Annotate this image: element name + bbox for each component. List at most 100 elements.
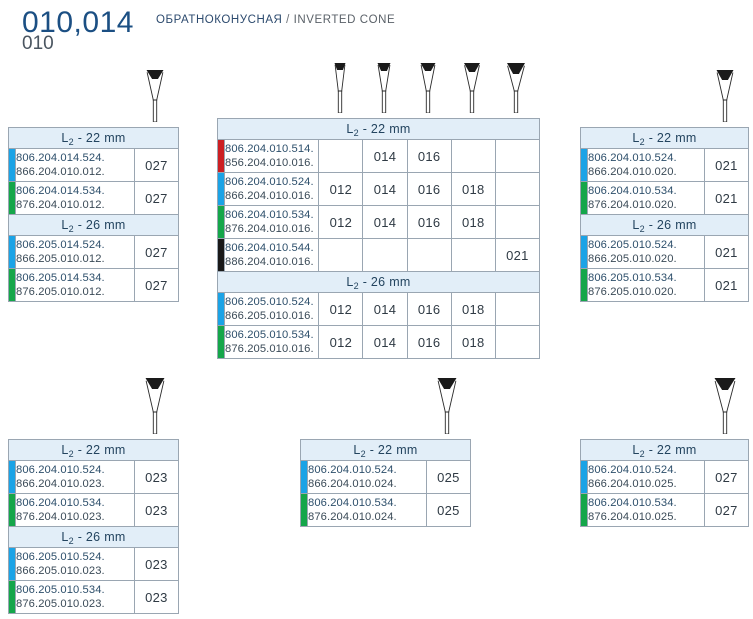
article-number-secondary: 886.204.010.016. xyxy=(225,256,314,268)
size-cell: 016 xyxy=(406,139,452,173)
bur-illustration-row xyxy=(217,63,537,118)
size-cell: 014 xyxy=(362,172,408,206)
shape-name-ru: ОБРАТНОКОНУСНАЯ xyxy=(156,14,283,26)
size-cell-empty xyxy=(450,139,496,173)
article-number-primary: 806.204.010.534. xyxy=(588,185,677,197)
article-number-secondary: 876.204.010.025. xyxy=(588,511,677,523)
size-cell: 016 xyxy=(406,292,452,326)
article-number-cell: 806.204.014.534.876.204.010.012. xyxy=(15,181,135,215)
table-row: 806.204.010.534.876.204.010.020.021 xyxy=(579,181,750,215)
article-number-primary: 806.204.010.524. xyxy=(225,176,314,188)
article-number-cell: 806.205.014.524.866.205.010.012. xyxy=(15,235,135,269)
article-number-cell: 806.205.010.524.866.205.010.023. xyxy=(15,547,135,581)
color-swatch-black xyxy=(216,238,226,272)
bur-icon xyxy=(142,70,168,127)
size-cell: 012 xyxy=(318,292,364,326)
article-number-primary: 806.205.010.534. xyxy=(588,272,677,284)
table-row: 806.204.010.524.866.204.010.023.023 xyxy=(7,460,180,494)
article-number-secondary: 876.204.010.016. xyxy=(225,223,314,235)
section-header: L2 - 26 mm xyxy=(8,214,179,236)
table-row: 806.204.010.534.876.204.010.024.025 xyxy=(299,493,472,527)
article-number-cell: 806.204.010.544.886.204.010.016. xyxy=(224,238,320,272)
size-cell-empty xyxy=(318,238,364,272)
length-subscript: 2 xyxy=(639,137,645,147)
size-cell: 014 xyxy=(362,292,408,326)
article-number-secondary: 876.205.010.023. xyxy=(16,598,105,610)
bur-illustration-row xyxy=(8,70,178,127)
article-number-secondary: 866.205.010.020. xyxy=(588,253,677,265)
shape-name-separator: / xyxy=(286,14,290,26)
article-number-cell: 806.204.010.534.876.204.010.025. xyxy=(587,493,705,527)
size-cell: 027 xyxy=(133,268,180,302)
color-swatch-green xyxy=(299,493,309,527)
color-swatch-blue xyxy=(7,148,17,182)
bur-illustration-row xyxy=(300,378,470,439)
size-cell: 021 xyxy=(703,181,750,215)
table-row: 806.205.010.524.866.205.010.020.021 xyxy=(579,235,750,269)
bur-illustration-row xyxy=(580,378,748,439)
size-cell-empty xyxy=(494,325,541,359)
article-number-primary: 806.204.014.524. xyxy=(16,152,105,164)
article-number-secondary: 866.204.010.016. xyxy=(225,190,314,202)
bur-icon xyxy=(712,378,738,439)
size-cell: 021 xyxy=(703,148,750,182)
size-cell: 012 xyxy=(318,172,364,206)
bur-icon xyxy=(142,378,168,439)
article-number-primary: 806.204.010.534. xyxy=(308,497,397,509)
size-cell: 016 xyxy=(406,325,452,359)
section-header: L2 - 26 mm xyxy=(8,526,179,548)
article-number-secondary: 866.205.010.016. xyxy=(225,310,314,322)
color-swatch-blue xyxy=(216,292,226,326)
article-number-secondary: 866.205.010.012. xyxy=(16,253,105,265)
size-cell: 021 xyxy=(703,268,750,302)
section-header: L2 - 22 mm xyxy=(300,439,471,461)
section-header: L2 - 26 mm xyxy=(217,271,540,293)
section-header: L2 - 22 mm xyxy=(8,127,179,149)
color-swatch-blue xyxy=(579,148,589,182)
article-number-cell: 806.204.010.524.866.204.010.024. xyxy=(307,460,427,494)
size-cell: 023 xyxy=(133,547,180,581)
length-subscript: 2 xyxy=(360,449,366,459)
bur-icon xyxy=(415,63,441,118)
bur-icon xyxy=(327,63,353,118)
table-row: 806.205.010.534.876.205.010.023.023 xyxy=(7,580,180,614)
article-number-primary: 806.204.010.524. xyxy=(16,464,105,476)
color-swatch-green xyxy=(7,493,17,527)
article-number-cell: 806.204.010.514.856.204.010.016. xyxy=(224,139,320,173)
length-subscript: 2 xyxy=(639,449,645,459)
table-row: 806.204.010.524.866.204.010.024.025 xyxy=(299,460,472,494)
article-number-primary: 806.205.010.534. xyxy=(225,329,314,341)
article-number-primary: 806.204.010.524. xyxy=(588,152,677,164)
article-number-primary: 806.205.010.524. xyxy=(225,296,314,308)
size-cell-empty xyxy=(406,238,452,272)
color-swatch-blue xyxy=(216,172,226,206)
article-number-cell: 806.205.010.534.876.205.010.016. xyxy=(224,325,320,359)
article-number-cell: 806.205.014.534.876.205.010.012. xyxy=(15,268,135,302)
size-cell: 027 xyxy=(133,235,180,269)
bur-icon xyxy=(371,63,397,118)
size-cell: 014 xyxy=(362,325,408,359)
size-cell: 016 xyxy=(406,172,452,206)
article-number-primary: 806.204.010.534. xyxy=(225,209,314,221)
color-swatch-green xyxy=(216,325,226,359)
size-cell: 016 xyxy=(406,205,452,239)
color-swatch-blue xyxy=(579,235,589,269)
length-subscript: 2 xyxy=(68,449,74,459)
article-number-primary: 806.205.010.524. xyxy=(588,239,677,251)
size-cell: 012 xyxy=(318,325,364,359)
size-cell: 018 xyxy=(450,292,496,326)
bur-illustration-row xyxy=(580,70,748,127)
table-row: 806.204.010.544.886.204.010.016.021 xyxy=(216,238,541,272)
size-cell-empty xyxy=(494,292,541,326)
section-header: L2 - 22 mm xyxy=(8,439,179,461)
article-number-cell: 806.204.010.534.876.204.010.020. xyxy=(587,181,705,215)
